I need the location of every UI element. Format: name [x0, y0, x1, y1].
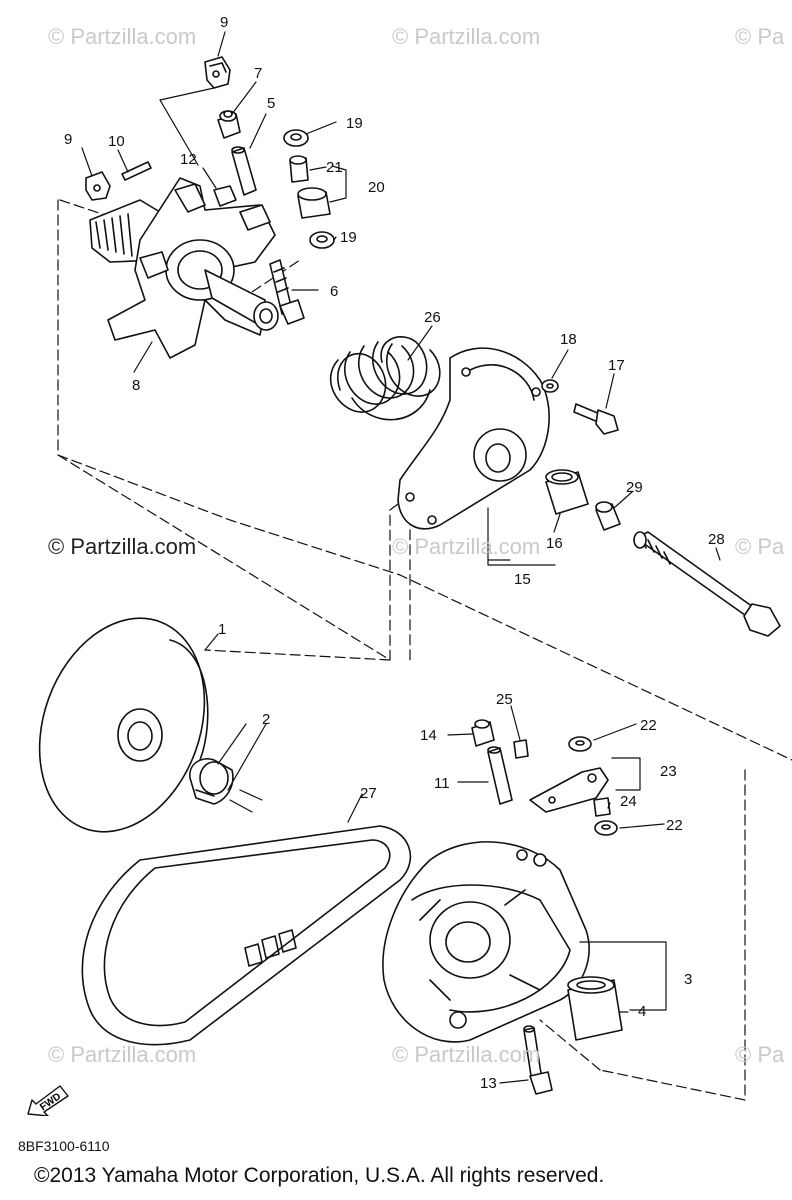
- part-22-washer-bottom: [594, 820, 618, 836]
- part-7-nut: [217, 110, 241, 139]
- callout-24: 24: [620, 793, 637, 810]
- diagram-code: 8BF3100-6110: [18, 1138, 110, 1154]
- part-6-bolt: [269, 259, 305, 325]
- part-11-pin: [487, 746, 513, 805]
- callout-1: 1: [218, 621, 226, 638]
- part-2-collar: [189, 758, 234, 805]
- part-24-bushing: [593, 797, 611, 817]
- part-13-bolt: [523, 1025, 553, 1095]
- leader-lines: [81, 31, 721, 1084]
- watermark-top-mid: © Partzilla.com: [392, 24, 541, 49]
- part-22-washer-top: [568, 736, 592, 752]
- callout-13: 13: [480, 1075, 497, 1092]
- part-20-bushing: [297, 187, 331, 219]
- callout-5: 5: [267, 95, 275, 112]
- part-9-weight-top: [204, 56, 231, 89]
- callout-28: 28: [708, 531, 725, 548]
- callout-29: 29: [626, 479, 643, 496]
- callout-8: 8: [132, 377, 140, 394]
- part-28-long-bolt: [633, 531, 781, 637]
- fwd-arrow-icon: FWD: [27, 1085, 69, 1116]
- callout-3: 3: [684, 971, 692, 988]
- part-26-spring: [329, 336, 441, 421]
- callout-23: 23: [660, 763, 677, 780]
- part-27-v-belt: [81, 825, 412, 1046]
- part-19-washer-bottom: [309, 231, 335, 249]
- callout-19-bottom: 19: [340, 229, 357, 246]
- part-16-bushing: [545, 469, 589, 515]
- callout-9-top: 9: [220, 14, 228, 31]
- watermark-mid-right: © Pa: [735, 534, 785, 559]
- callout-labels: 9 7 5 19 9 10 12 21 20 19 6 26 18 17 8 2…: [64, 14, 725, 1092]
- callout-12: 12: [180, 151, 197, 168]
- part-29-collar: [595, 501, 621, 531]
- part-4-bushing: [567, 976, 623, 1041]
- copyright-notice: ©2013 Yamaha Motor Corporation, U.S.A. A…: [34, 1164, 605, 1187]
- part-18-washer: [541, 379, 559, 393]
- callout-2: 2: [262, 711, 270, 728]
- part-12-screw: [213, 185, 237, 207]
- callout-18: 18: [560, 331, 577, 348]
- callout-15: 15: [514, 571, 531, 588]
- assembly-boundary-lower: [57, 454, 792, 1101]
- watermark-bot-left: © Partzilla.com: [48, 1042, 197, 1067]
- callout-9-left: 9: [64, 131, 72, 148]
- callout-20: 20: [368, 179, 385, 196]
- part-1-fixed-sheave: [38, 617, 209, 833]
- part-15-cover: [397, 347, 550, 530]
- callout-7: 7: [254, 65, 262, 82]
- watermark-top-left: © Partzilla.com: [48, 24, 197, 49]
- callout-22-top: 22: [640, 717, 657, 734]
- part-21-bushing: [289, 155, 309, 183]
- watermark-bot-right: © Pa: [735, 1042, 785, 1067]
- callout-10: 10: [108, 133, 125, 150]
- callout-25: 25: [496, 691, 513, 708]
- watermark-mid-mid: © Partzilla.com: [392, 534, 541, 559]
- callout-11: 11: [434, 775, 450, 792]
- part-3-movable-sheave: [382, 841, 590, 1043]
- callout-14: 14: [420, 727, 437, 744]
- part-5-pin: [231, 146, 257, 196]
- callout-21: 21: [326, 159, 343, 176]
- watermark-mid-left: © Partzilla.com: [48, 534, 197, 559]
- callout-17: 17: [608, 357, 625, 374]
- callout-22-bottom: 22: [666, 817, 683, 834]
- callout-19-top: 19: [346, 115, 363, 132]
- callout-26: 26: [424, 309, 441, 326]
- watermark-top-right: © Pa: [735, 24, 785, 49]
- part-8-spider-assembly: [89, 177, 279, 359]
- part-25-pin: [513, 739, 529, 759]
- watermark-bot-mid: © Partzilla.com: [392, 1042, 541, 1067]
- part-10-pin: [121, 161, 152, 181]
- part-17-bolt: [573, 403, 619, 435]
- callout-6: 6: [330, 283, 338, 300]
- part-23-ramp-arm: [529, 767, 609, 813]
- part-14-nut: [471, 719, 495, 747]
- part-19-washer-top: [283, 129, 309, 147]
- callout-4: 4: [638, 1003, 646, 1020]
- part-9-weight-left: [85, 171, 111, 201]
- callout-16: 16: [546, 535, 563, 552]
- callout-27: 27: [360, 785, 377, 802]
